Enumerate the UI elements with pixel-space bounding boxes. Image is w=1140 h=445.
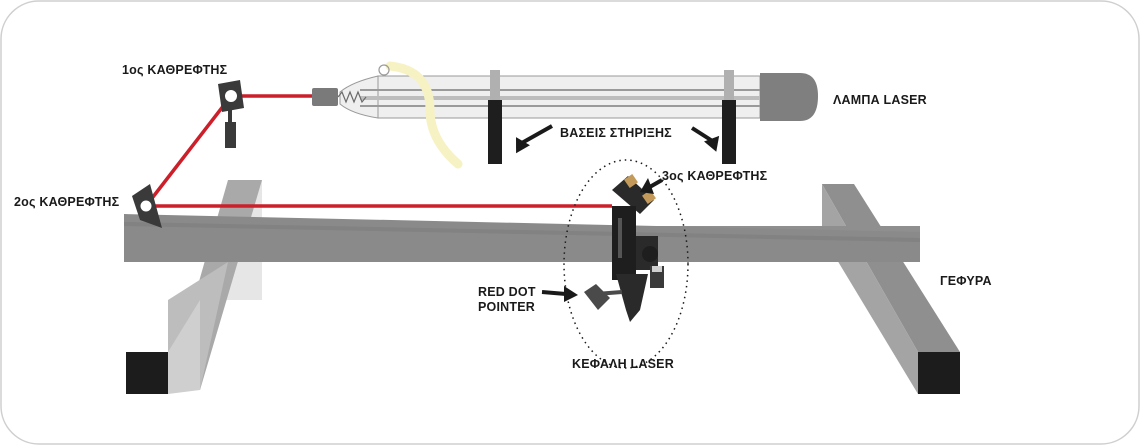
label-supports: ΒΑΣΕΙΣ ΣΤΗΡΙΞΗΣ	[560, 126, 672, 140]
label-red-dot-line1: RED DOT	[478, 285, 536, 299]
arrow-support-left	[516, 124, 553, 154]
bridge-beam	[124, 214, 920, 262]
support-mount-right	[722, 70, 736, 164]
label-laser-head: ΚΕΦΑΛΗ LASER	[572, 357, 674, 371]
arrow-mirror-3	[640, 178, 663, 194]
mirror-1	[218, 80, 244, 148]
mirror-2	[132, 184, 162, 228]
support-mount-left	[488, 70, 502, 164]
laser-beam	[144, 94, 612, 208]
foot-right	[918, 352, 960, 394]
foot-left	[126, 352, 168, 394]
arrow-red-dot	[541, 286, 578, 302]
label-mirror-2: 2ος ΚΑΘΡΕΦΤΗΣ	[14, 195, 120, 209]
label-laser-lamp: ΛΑΜΠΑ LASER	[833, 93, 927, 107]
label-red-dot-line2: POINTER	[478, 300, 535, 314]
laser-tube	[312, 61, 818, 169]
laser-head-outline	[563, 159, 689, 369]
laser-head	[563, 159, 689, 369]
label-mirror-1: 1ος ΚΑΘΡΕΦΤΗΣ	[122, 63, 228, 77]
arrow-support-right	[690, 126, 720, 152]
label-mirror-3: 3ος ΚΑΘΡΕΦΤΗΣ	[662, 169, 768, 183]
label-bridge: ΓΕΦΥΡΑ	[940, 274, 992, 288]
